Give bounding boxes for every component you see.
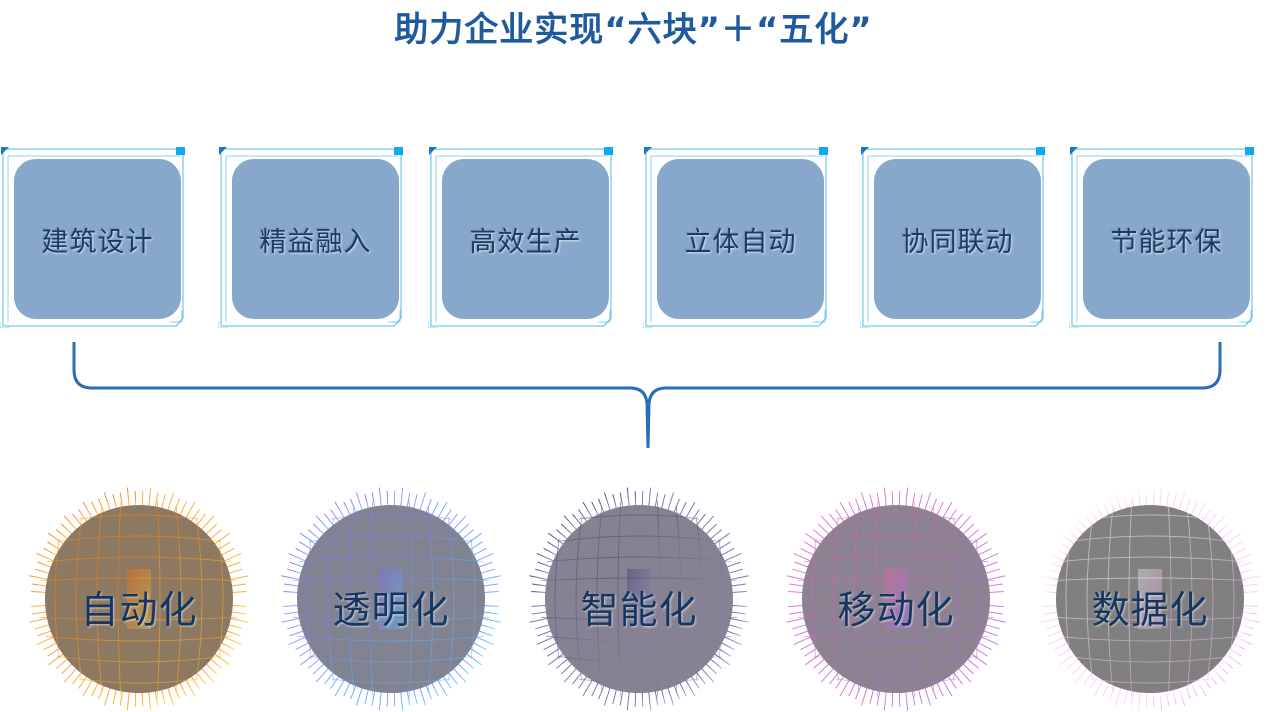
sphere-graphic bbox=[1038, 487, 1262, 711]
sphere-graphic bbox=[784, 487, 1008, 711]
sphere-graphic bbox=[27, 487, 251, 711]
block-item: 建筑设计 bbox=[0, 146, 186, 328]
block-card: 精益融入 bbox=[232, 159, 399, 319]
circle-item: 数据化 bbox=[1030, 486, 1267, 712]
block-item: 立体自动 bbox=[643, 146, 829, 328]
block-card: 高效生产 bbox=[442, 159, 609, 319]
circle-label: 智能化 bbox=[580, 588, 698, 632]
block-card: 节能环保 bbox=[1083, 159, 1250, 319]
block-label: 立体自动 bbox=[684, 226, 797, 258]
circle-label: 透明化 bbox=[332, 588, 450, 632]
block-label: 高效生产 bbox=[469, 226, 582, 258]
block-card: 建筑设计 bbox=[14, 159, 181, 319]
circle-item: 自动化 bbox=[19, 486, 259, 712]
block-item: 协同联动 bbox=[860, 146, 1046, 328]
block-item: 节能环保 bbox=[1069, 146, 1255, 328]
page-title: 助力企业实现“六块”＋“五化” bbox=[394, 10, 873, 50]
block-frame bbox=[218, 147, 403, 328]
block-label: 精益融入 bbox=[259, 226, 372, 258]
block-card: 立体自动 bbox=[657, 159, 824, 319]
block-item: 高效生产 bbox=[428, 146, 614, 328]
block-item: 精益融入 bbox=[218, 146, 404, 328]
circle-item: 透明化 bbox=[271, 486, 511, 712]
block-frame bbox=[1069, 147, 1254, 328]
sphere-graphic bbox=[527, 487, 751, 711]
circle-label: 移动化 bbox=[837, 588, 955, 632]
circle-label: 自动化 bbox=[80, 588, 198, 632]
block-frame bbox=[428, 147, 613, 328]
block-label: 建筑设计 bbox=[41, 226, 154, 258]
block-frame bbox=[0, 147, 185, 328]
circle-item: 智能化 bbox=[519, 486, 759, 712]
block-label: 节能环保 bbox=[1110, 226, 1223, 258]
block-card: 协同联动 bbox=[874, 159, 1041, 319]
sphere-graphic bbox=[279, 487, 503, 711]
block-frame bbox=[860, 147, 1045, 328]
block-frame bbox=[643, 147, 828, 328]
circle-item: 移动化 bbox=[776, 486, 1016, 712]
block-label: 协同联动 bbox=[901, 226, 1014, 258]
circle-label: 数据化 bbox=[1091, 588, 1209, 632]
